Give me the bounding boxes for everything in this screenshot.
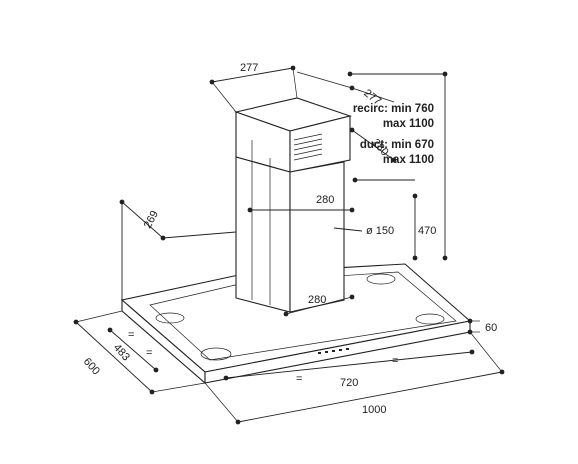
- canopy: [120, 263, 472, 385]
- lamp-icon: [200, 347, 232, 361]
- dim-chimney-width-bottom: 280: [316, 194, 334, 206]
- chimney: [234, 97, 352, 313]
- lamp-icon: [415, 313, 445, 325]
- dim-flue-diameter: ø 150: [366, 225, 394, 237]
- lamp-icon: [155, 312, 185, 324]
- chimney-lower-left: [235, 156, 291, 313]
- dim-total-width: 1000: [362, 404, 386, 416]
- dim-inner-width: 720: [340, 377, 358, 389]
- chimney-lower-front: [289, 161, 345, 313]
- dim-equal-mark: =: [296, 373, 302, 385]
- vent-grille-icon: [293, 133, 323, 161]
- dim-canopy-height: 60: [485, 322, 497, 334]
- height-notes: recirc: min 760 max 1100 duct: min 670 m…: [353, 103, 434, 166]
- dim-outlet-height: 470: [418, 225, 436, 237]
- dim-equal-mark: =: [146, 347, 152, 359]
- dim-equal-mark: =: [128, 329, 134, 341]
- dim-equal-mark: =: [392, 355, 398, 367]
- duct-max-note: max 1100: [383, 154, 434, 166]
- dim-chimney-width-top: 277: [240, 62, 258, 74]
- canopy-inner-rim: [149, 271, 457, 361]
- recirc-min-note: recirc: min 760: [353, 103, 434, 115]
- dim-side-depth: 269: [142, 209, 161, 231]
- dim-canopy-depth: 600: [81, 356, 102, 378]
- control-panel: [318, 348, 349, 354]
- lamp-icon: [366, 273, 396, 285]
- dim-inner-depth: 483: [111, 342, 132, 364]
- duct-min-note: duct: min 670: [360, 139, 434, 151]
- dim-outlet-width: 280: [308, 294, 326, 306]
- recirc-max-note: max 1100: [383, 118, 434, 130]
- dimension-lines: [73, 65, 505, 425]
